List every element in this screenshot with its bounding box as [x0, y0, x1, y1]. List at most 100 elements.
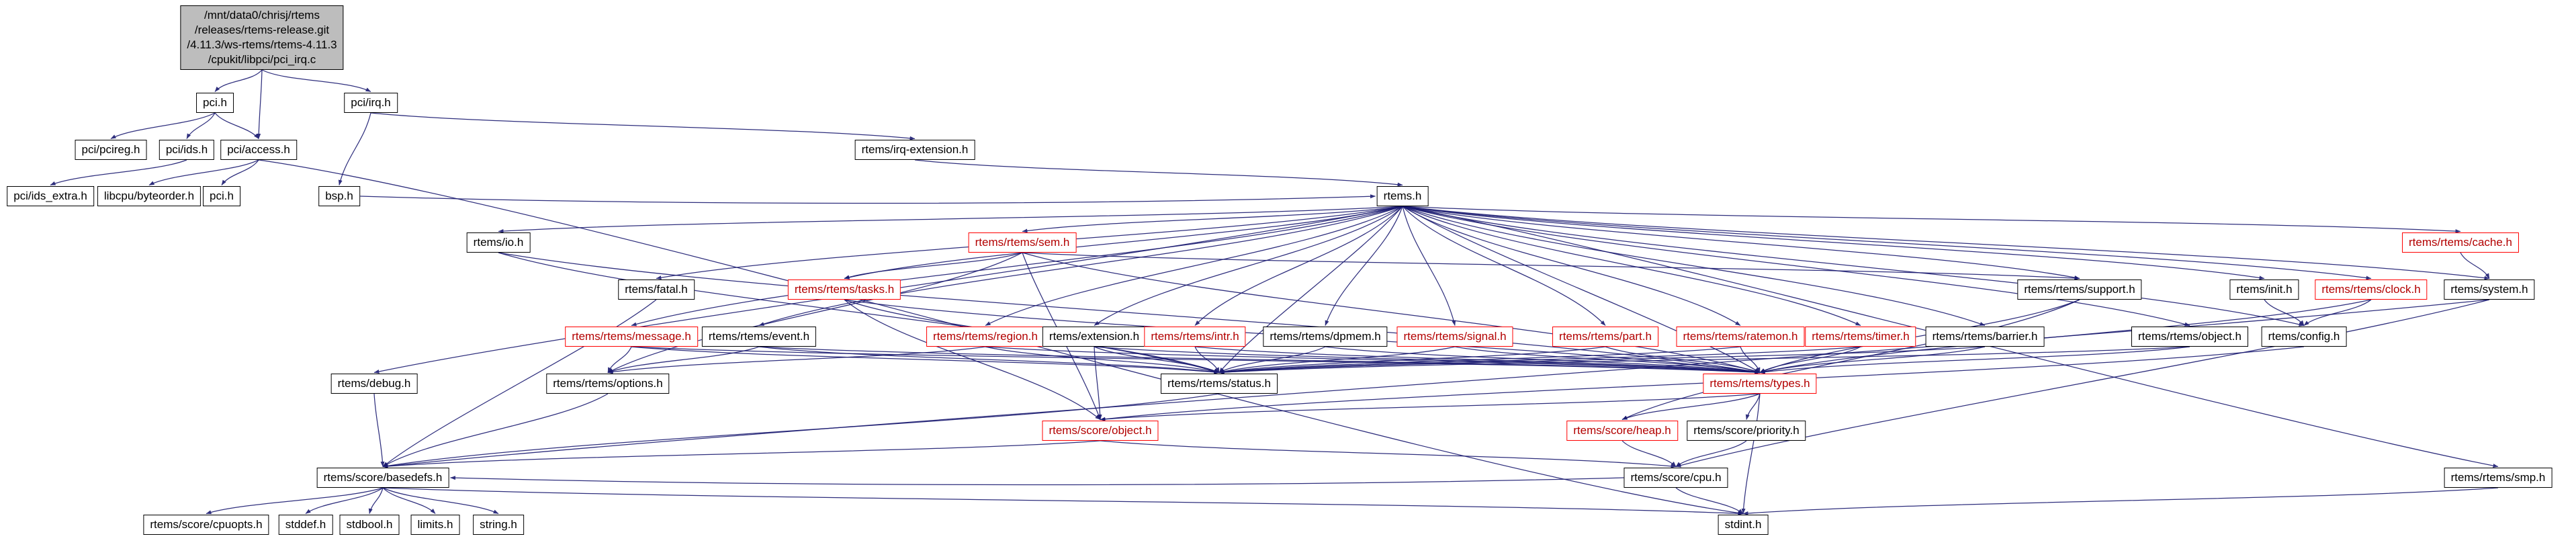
node-dpmem[interactable]: rtems/rtems/dpmem.h — [1263, 327, 1388, 347]
edge-access-to-pci_h2 — [221, 159, 259, 185]
node-options[interactable]: rtems/rtems/options.h — [546, 374, 670, 394]
edge-pci_irq_h-to-bsp — [338, 112, 371, 185]
edge-ratemon-to-status — [1218, 346, 1741, 374]
edge-barrier-to-status — [1218, 346, 1986, 374]
edge-config-to-s_object — [1100, 346, 2305, 421]
node-cpuopts[interactable]: rtems/score/cpuopts.h — [143, 515, 269, 535]
node-pcireg[interactable]: pci/pcireg.h — [75, 140, 147, 161]
edge-smp-to-stdint — [1742, 487, 2499, 515]
edge-event-to-options — [607, 346, 760, 374]
edge-r_object-to-status — [1218, 346, 2190, 375]
edge-bsp-to-rtems — [359, 194, 1376, 204]
node-support[interactable]: rtems/rtems/support.h — [2017, 280, 2142, 300]
edge-intr-to-status — [1194, 346, 1220, 373]
edge-basedefs-to-stdbool — [368, 487, 384, 514]
edge-cpu-to-basedefs — [450, 476, 1624, 486]
edge-rtems-to-part — [1402, 206, 1606, 326]
node-event[interactable]: rtems/rtems/event.h — [701, 327, 817, 347]
edge-rtems-to-cache — [1402, 206, 2461, 234]
edge-r_object-to-types — [1759, 346, 2190, 374]
node-part[interactable]: rtems/rtems/part.h — [1552, 327, 1658, 347]
node-stddef: stddef.h — [278, 515, 333, 535]
node-message[interactable]: rtems/rtems/message.h — [565, 327, 698, 347]
node-ids-extra[interactable]: pci/ids_extra.h — [7, 186, 94, 207]
edge-event-to-status — [758, 346, 1220, 374]
node-basedefs[interactable]: rtems/score/basedefs.h — [316, 468, 449, 488]
edge-sem-to-support — [1022, 252, 2080, 281]
node-heap[interactable]: rtems/score/heap.h — [1566, 421, 1678, 441]
node-pci-h2[interactable]: pci.h — [203, 186, 240, 207]
edge-rtems-to-init — [1402, 206, 2265, 280]
edge-system-to-basedefs — [382, 299, 2490, 468]
node-config[interactable]: rtems/config.h — [2261, 327, 2347, 347]
node-ids[interactable]: pci/ids.h — [159, 140, 215, 161]
edge-tasks-to-s_object — [844, 299, 1101, 420]
edge-basedefs-to-stddef — [305, 487, 384, 515]
edge-ratemon-to-types — [1740, 346, 1761, 373]
node-debug[interactable]: rtems/debug.h — [330, 374, 418, 394]
node-cache[interactable]: rtems/rtems/cache.h — [2402, 232, 2519, 253]
edge-extension-to-types — [1094, 346, 1761, 374]
node-r-object[interactable]: rtems/rtems/object.h — [2131, 327, 2248, 347]
node-pci-irq-h[interactable]: pci/irq.h — [344, 93, 398, 114]
edge-cpu-to-stdint — [1675, 487, 1744, 514]
edge-rtems-to-message — [631, 206, 1403, 327]
node-types[interactable]: rtems/rtems/types.h — [1703, 374, 1817, 394]
edge-support-to-heap — [1622, 299, 2080, 421]
node-rtems[interactable]: rtems.h — [1376, 186, 1429, 207]
node-region[interactable]: rtems/rtems/region.h — [926, 327, 1045, 347]
edge-rtems-to-sem — [1022, 206, 1403, 233]
edge-rtems-to-signal — [1402, 206, 1456, 326]
node-fatal[interactable]: rtems/fatal.h — [618, 280, 695, 300]
edge-rtems-to-types — [1402, 206, 1761, 374]
edge-io-to-types — [498, 252, 1761, 374]
edge-debug-to-basedefs — [373, 393, 385, 467]
node-clock[interactable]: rtems/rtems/clock.h — [2315, 280, 2428, 300]
node-signal[interactable]: rtems/rtems/signal.h — [1396, 327, 1513, 347]
node-sem[interactable]: rtems/rtems/sem.h — [968, 232, 1077, 253]
node-stdint: stdint.h — [1718, 515, 1769, 535]
node-timer[interactable]: rtems/rtems/timer.h — [1805, 327, 1916, 347]
edge-rtems-to-timer — [1402, 206, 1861, 327]
edge-sem-to-tasks — [844, 252, 1023, 280]
edge-src-to-access — [257, 69, 263, 139]
node-byteorder[interactable]: libcpu/byteorder.h — [97, 186, 202, 207]
node-access[interactable]: pci/access.h — [220, 140, 297, 161]
node-init[interactable]: rtems/init.h — [2229, 280, 2299, 300]
edge-message-to-options — [607, 346, 632, 373]
edge-pci_h-to-access — [214, 112, 259, 139]
node-bsp[interactable]: bsp.h — [318, 186, 360, 207]
node-barrier[interactable]: rtems/rtems/barrier.h — [1925, 327, 2045, 347]
edge-fatal-to-basedefs — [382, 299, 657, 467]
node-status[interactable]: rtems/rtems/status.h — [1161, 374, 1278, 394]
node-stdbool: stdbool.h — [339, 515, 400, 535]
node-io[interactable]: rtems/io.h — [466, 232, 531, 253]
node-smp[interactable]: rtems/rtems/smp.h — [2444, 468, 2552, 488]
edge-rtems-to-system — [1402, 206, 2490, 280]
edge-rtems-to-io — [498, 206, 1403, 234]
edge-rtems-to-r_object — [1402, 206, 2190, 327]
edge-src-to-pci_h — [214, 69, 263, 92]
node-limits: limits.h — [410, 515, 460, 535]
edge-message-to-status — [631, 346, 1220, 374]
node-intr[interactable]: rtems/rtems/intr.h — [1144, 327, 1246, 347]
node-tasks[interactable]: rtems/rtems/tasks.h — [787, 280, 901, 300]
node-cpu[interactable]: rtems/score/cpu.h — [1624, 468, 1728, 488]
node-system[interactable]: rtems/system.h — [2444, 280, 2535, 300]
node-pci-h[interactable]: pci.h — [196, 93, 234, 114]
edge-dpmem-to-status — [1218, 346, 1326, 374]
node-irqext[interactable]: rtems/irq-extension.h — [854, 140, 975, 161]
edge-irqext-to-rtems — [914, 159, 1403, 187]
edge-types-to-heap — [1622, 393, 1761, 421]
edge-clock-to-config — [2303, 299, 2372, 326]
node-ratemon[interactable]: rtems/rtems/ratemon.h — [1676, 327, 1805, 347]
node-priority[interactable]: rtems/score/priority.h — [1687, 421, 1806, 441]
edge-rtems-to-config — [1402, 206, 2305, 327]
edge-sem-to-options — [607, 252, 1023, 374]
node-string: string.h — [473, 515, 524, 535]
node-s-object[interactable]: rtems/score/object.h — [1042, 421, 1159, 441]
edge-signal-to-status — [1218, 346, 1456, 374]
node-extension[interactable]: rtems/extension.h — [1042, 327, 1147, 347]
edge-status-to-basedefs — [382, 393, 1220, 468]
edge-s_object-to-basedefs — [382, 440, 1101, 468]
